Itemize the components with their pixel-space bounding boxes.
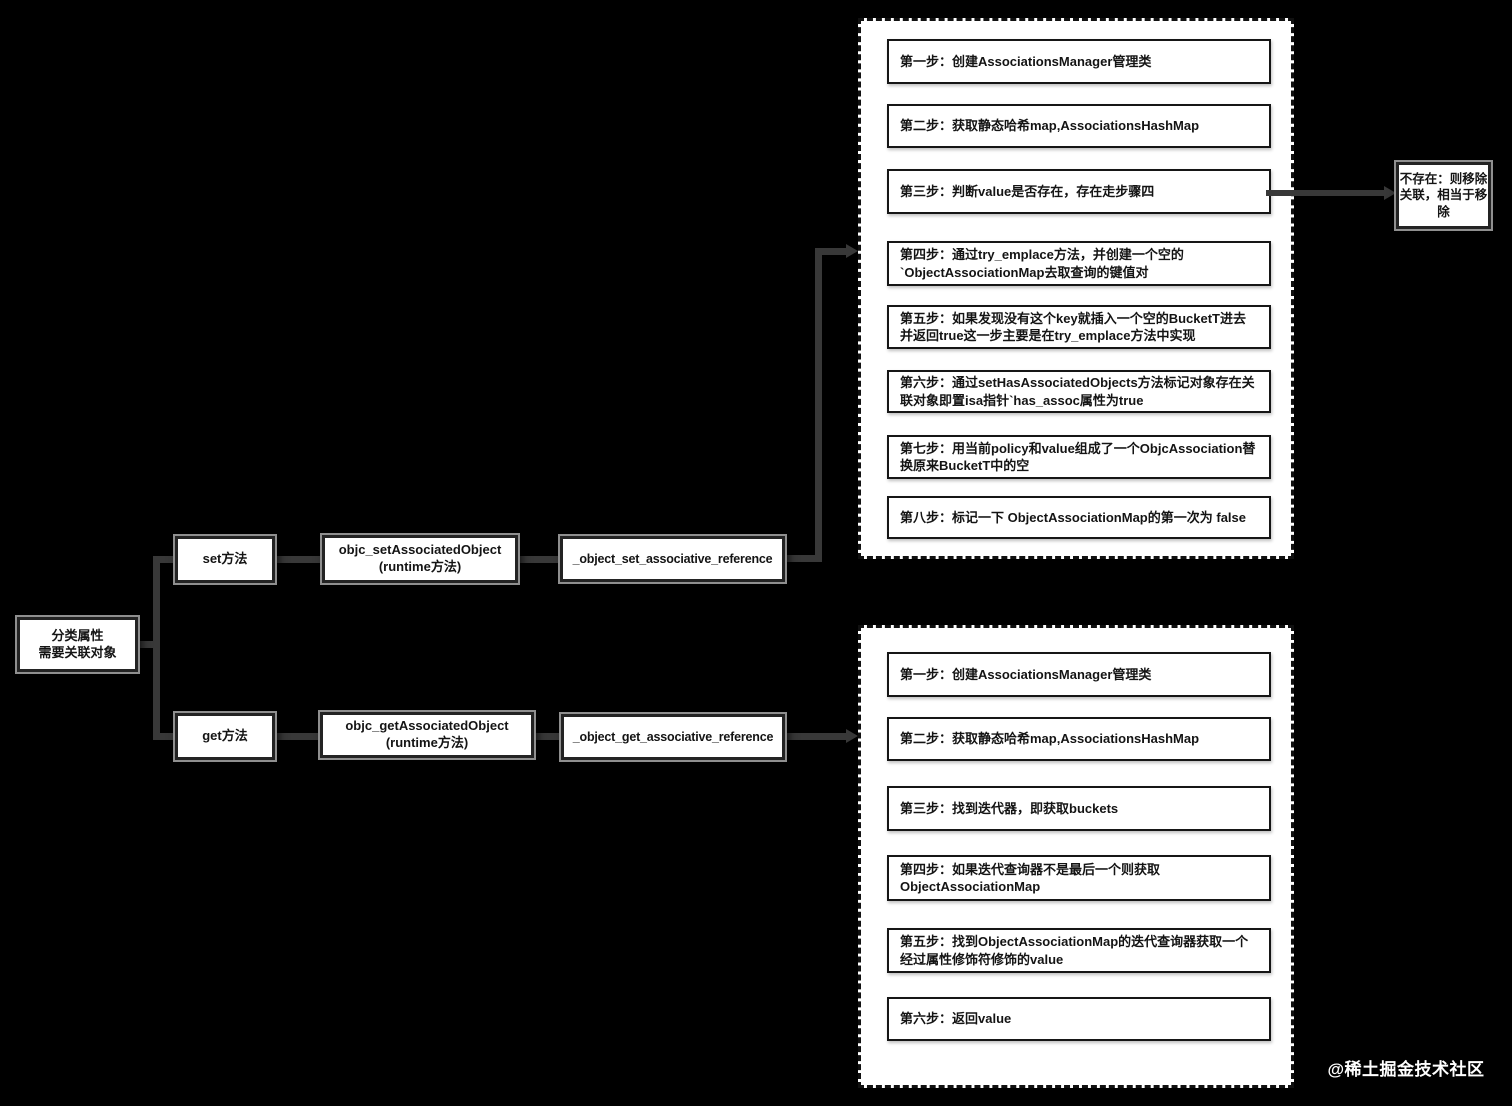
set-step-1: 第一步：创建AssociationsManager管理类: [887, 39, 1271, 84]
connector-trunk-to-get: [158, 733, 176, 740]
connector-get-to-runtime: [275, 733, 320, 740]
get-step-1: 第一步：创建AssociationsManager管理类: [887, 652, 1271, 697]
connector-trunk-to-set: [158, 556, 176, 563]
connector-getref-to-panel: [784, 733, 846, 740]
set-step-8: 第八步：标记一下 ObjectAssociationMap的第一次为 false: [887, 496, 1271, 539]
get-step-4: 第四步：如果迭代查询器不是最后一个则获取ObjectAssociationMap: [887, 855, 1271, 901]
get-step-5: 第五步：找到ObjectAssociationMap的迭代查询器获取一个经过属性…: [887, 928, 1271, 973]
get-steps-panel: 第一步：创建AssociationsManager管理类 第二步：获取静态哈希m…: [858, 625, 1294, 1088]
connector-step3-to-note: [1266, 190, 1386, 196]
set-step-3: 第三步：判断value是否存在，存在走步骤四: [887, 169, 1271, 214]
get-method-node: get方法: [175, 713, 275, 760]
connector-runtime-to-getref: [534, 733, 561, 740]
get-runtime-node: objc_getAssociatedObject (runtime方法): [320, 712, 534, 758]
get-step-3: 第三步：找到迭代器，即获取buckets: [887, 786, 1271, 831]
arrow-into-get-panel: [846, 729, 858, 743]
set-reference-node: _object_set_associative_reference: [560, 536, 785, 582]
set-step-6: 第六步：通过setHasAssociatedObjects方法标记对象存在关联对…: [887, 370, 1271, 413]
get-step-2: 第二步：获取静态哈希map,AssociationsHashMap: [887, 717, 1271, 761]
set-method-node: set方法: [175, 536, 275, 583]
connector-root-trunk: [137, 641, 160, 648]
get-reference-node: _object_get_associative_reference: [561, 714, 785, 760]
watermark: @稀土掘金技术社区: [1327, 1059, 1485, 1079]
connector-setref-elbow-v: [815, 248, 822, 562]
arrow-into-note: [1384, 186, 1396, 200]
connector-setref-elbow-h2: [815, 248, 848, 255]
connector-trunk-vertical: [153, 556, 160, 740]
get-step-6: 第六步：返回value: [887, 997, 1271, 1041]
connector-setref-elbow-h1: [784, 555, 822, 562]
connector-runtime-to-setref: [518, 556, 561, 563]
arrow-into-set-panel: [846, 244, 858, 258]
set-step-4: 第四步：通过try_emplace方法，并创建一个空的`ObjectAssoci…: [887, 241, 1271, 286]
set-step-5: 第五步：如果发现没有这个key就插入一个空的BucketT进去并返回true这一…: [887, 305, 1271, 349]
not-exist-note-node: 不存在：则移除关联，相当于移除: [1396, 162, 1491, 229]
set-runtime-node: objc_setAssociatedObject (runtime方法): [322, 535, 518, 583]
set-step-7: 第七步：用当前policy和value组成了一个ObjcAssociation替…: [887, 435, 1271, 479]
connector-set-to-runtime: [275, 556, 322, 563]
root-node: 分类属性 需要关联对象: [17, 617, 138, 672]
set-steps-panel: 第一步：创建AssociationsManager管理类 第二步：获取静态哈希m…: [858, 18, 1294, 559]
set-step-2: 第二步：获取静态哈希map,AssociationsHashMap: [887, 104, 1271, 148]
